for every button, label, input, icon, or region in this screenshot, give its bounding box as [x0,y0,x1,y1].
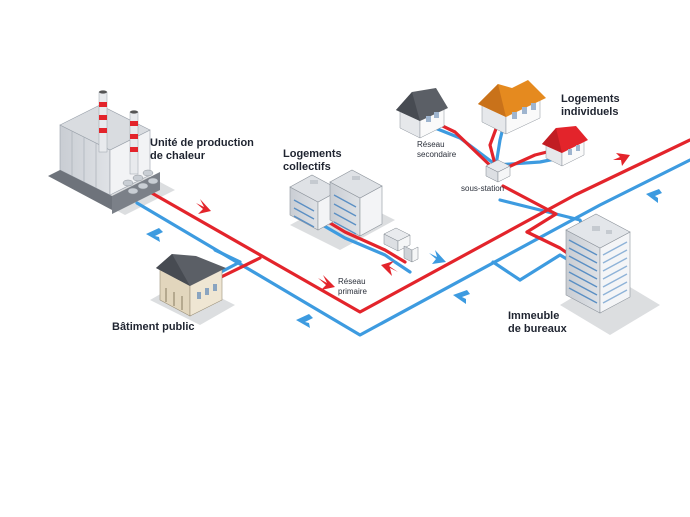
label-production-line1: Unité de production [150,137,254,149]
label-logements-individuels: Logements individuels [561,93,620,119]
label-sous-station: sous-station [461,184,505,193]
label-production: Unité de production de chaleur [150,137,254,163]
public-building-icon [156,254,226,317]
flow-arrow-icon [146,153,662,328]
substation-icon [383,159,511,263]
label-collectifs-line2: collectifs [283,161,331,173]
label-secondaire-line1: Réseau [417,140,445,149]
label-individuels-line1: Logements [561,93,620,105]
label-collectifs-line1: Logements [283,148,342,160]
label-primaire-line2: primaire [338,287,367,296]
apartment-block-icon [289,169,383,237]
label-logements-collectifs: Logements collectifs [283,148,342,174]
label-secondaire-line2: secondaire [417,150,457,159]
label-individuels-line2: individuels [561,106,619,118]
office-tower-icon [565,213,631,314]
label-reseau-secondaire: Réseau secondaire [417,140,456,160]
label-immeuble-bureaux: Immeuble de bureaux [508,310,567,336]
factory-icon [48,90,160,214]
label-reseau-primaire: Réseau primaire [338,277,367,297]
label-primaire-line1: Réseau [338,277,366,286]
label-bureaux-line1: Immeuble [508,310,560,322]
label-batiment-public: Bâtiment public [112,321,195,333]
label-bureaux-line2: de bureaux [508,323,567,335]
house-icon [396,80,588,167]
label-production-line2: de chaleur [150,150,206,162]
